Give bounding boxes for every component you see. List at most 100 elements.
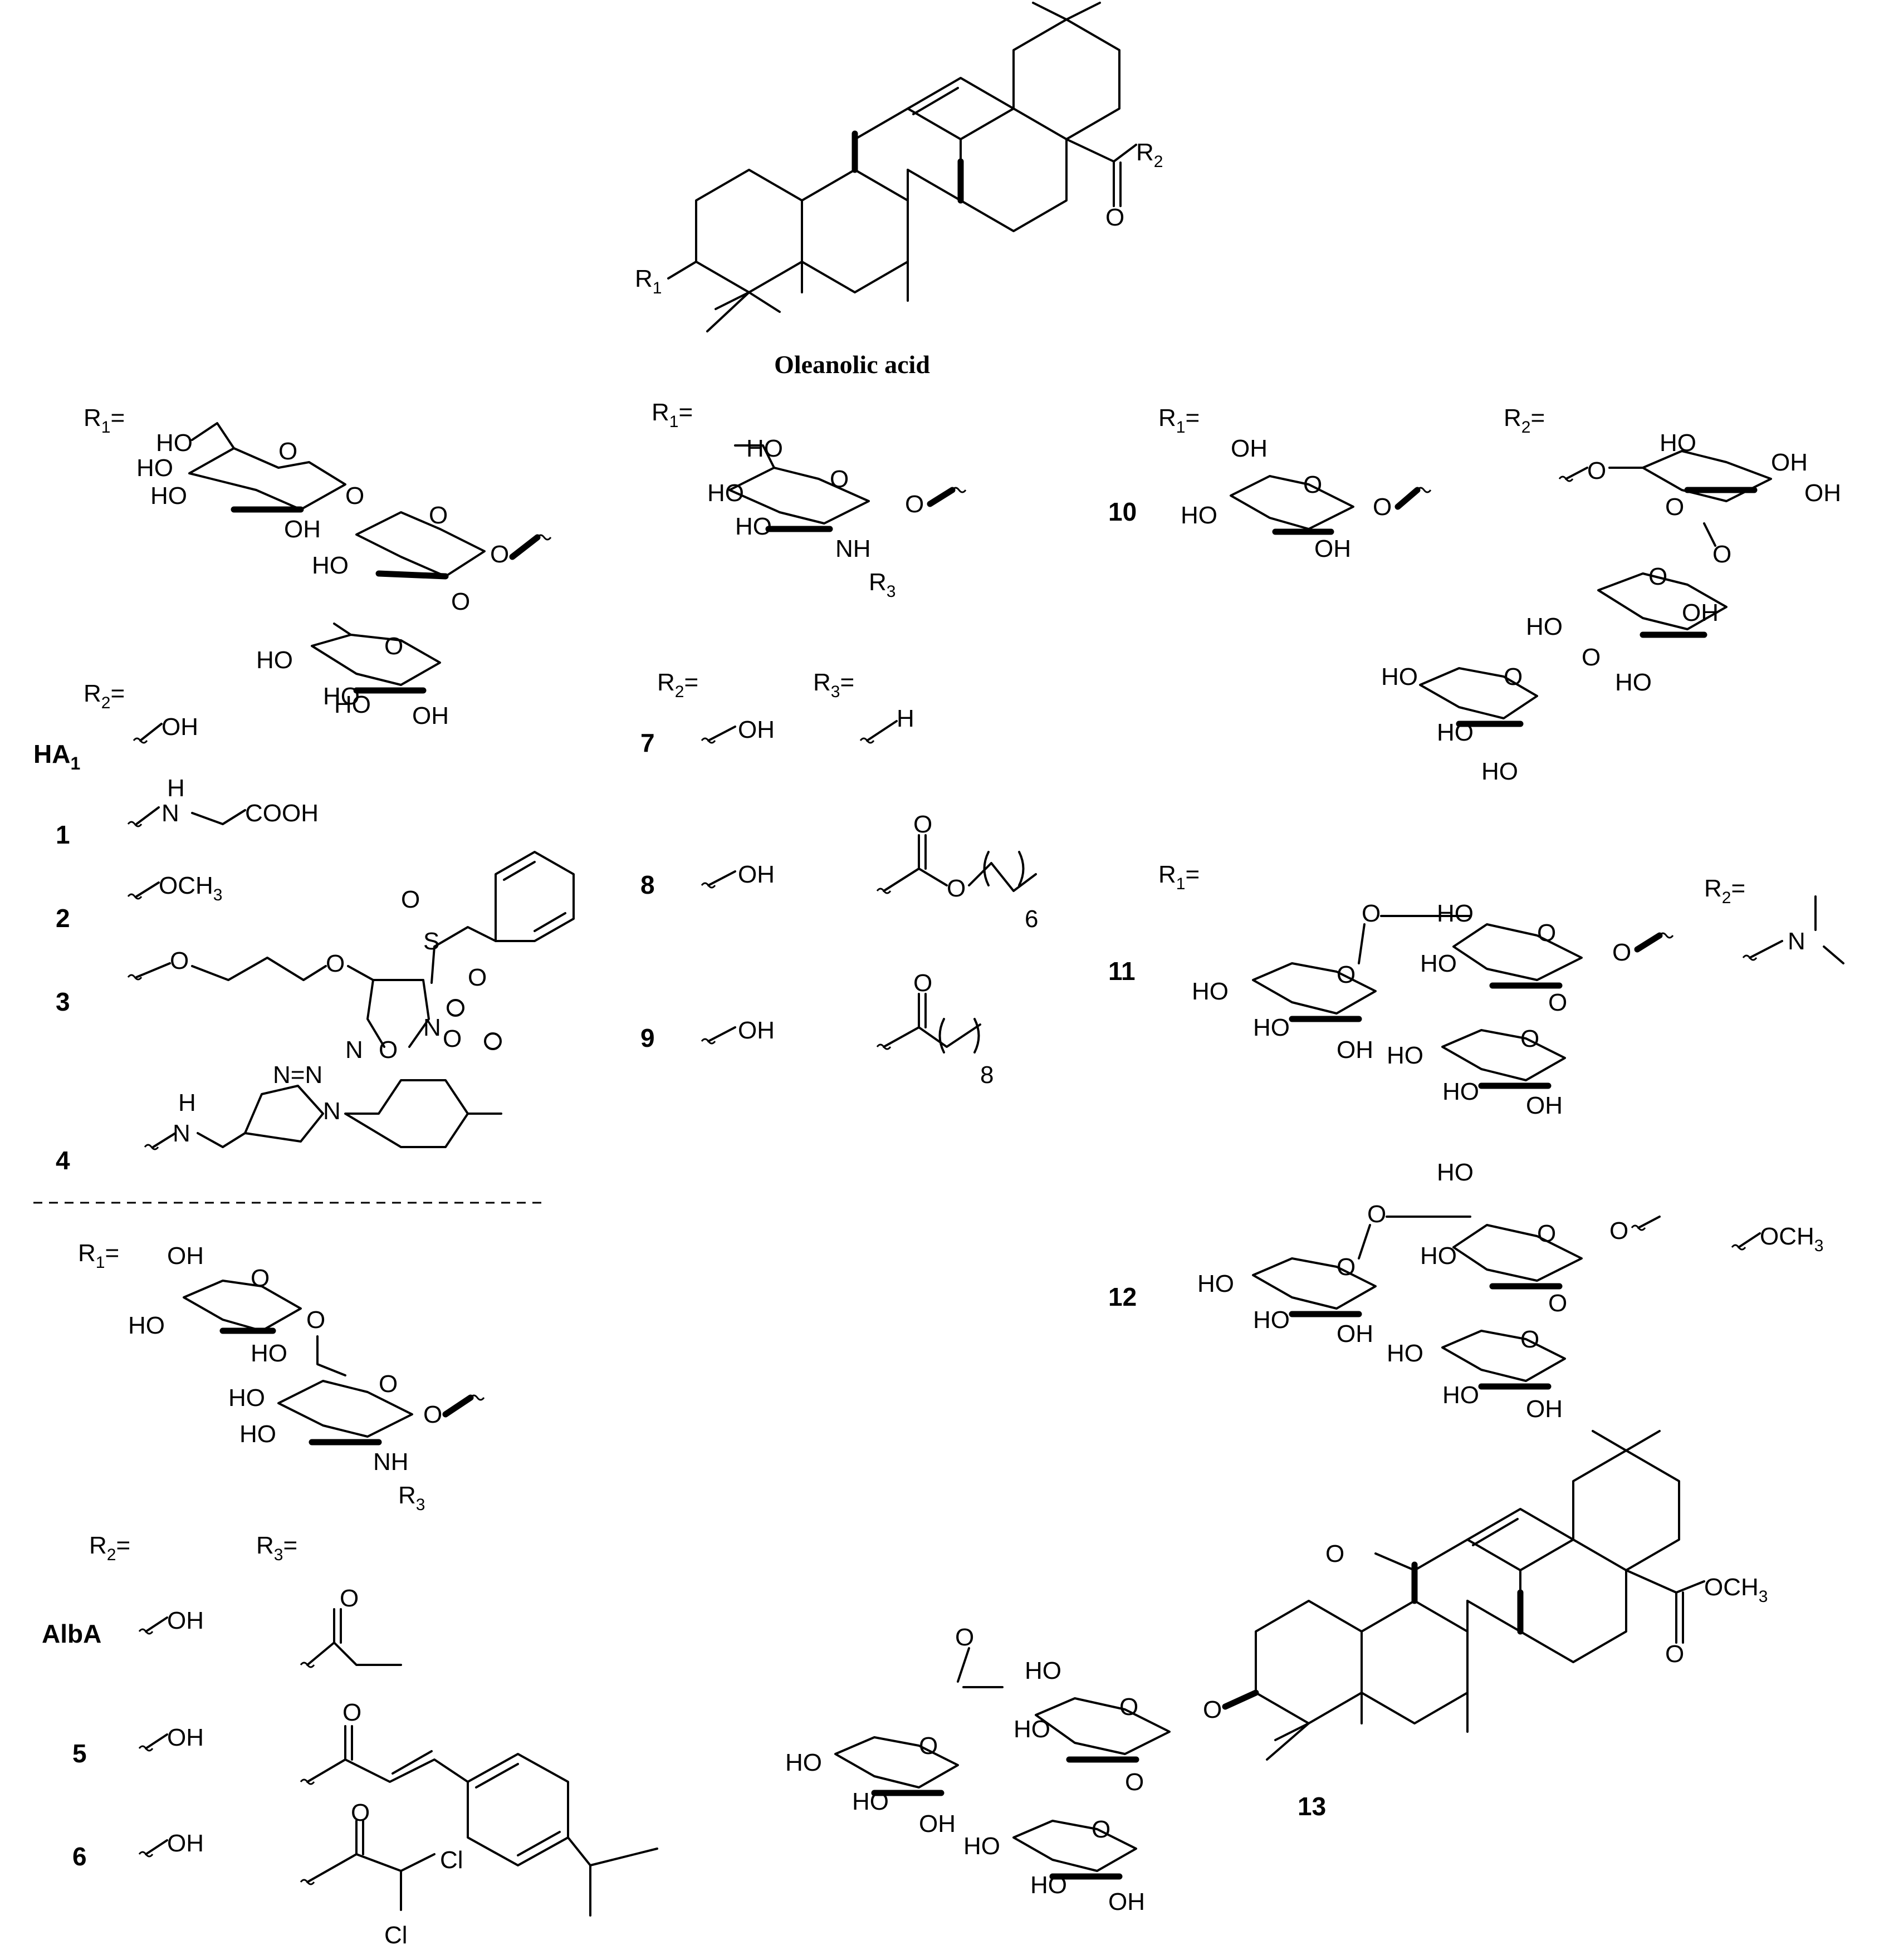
r2-label: R2 — [1136, 139, 1163, 171]
r1-label: R1 — [635, 265, 662, 297]
atom-ho: HO — [228, 1384, 265, 1412]
atom-h: H — [897, 705, 914, 732]
atom-oh: OH — [738, 1017, 775, 1044]
atom-eight: 8 — [980, 1061, 994, 1089]
atom-h: H — [178, 1089, 196, 1116]
atom-o: O — [1609, 1217, 1628, 1244]
atom-ho: HO — [1615, 669, 1652, 696]
atom-ho: HO — [334, 691, 371, 718]
atom-ho: HO — [1197, 1270, 1234, 1297]
atom-o: O — [1548, 989, 1567, 1016]
r1-eq-label: R1= — [84, 404, 125, 437]
atom-n: N — [1788, 928, 1805, 955]
atom-oh: OH — [1314, 535, 1351, 562]
atom-o: O — [1303, 471, 1322, 498]
ha1-group: R1= HO HO HO OH O O HO O O O HO HO OH O … — [33, 404, 575, 1175]
atom-ho: HO — [707, 479, 744, 507]
atom-o: O — [1712, 541, 1731, 568]
atom-o: O — [1537, 1220, 1556, 1247]
atom-oh: OH — [167, 1724, 204, 1751]
atom-ho: HO — [785, 1749, 822, 1776]
atom-ho: HO — [735, 513, 772, 540]
atom-o: O — [345, 482, 364, 509]
atom-o: O — [379, 1370, 398, 1398]
atom-o: O — [1612, 939, 1631, 966]
atom-n: N — [345, 1036, 363, 1064]
atom-ho: HO — [1014, 1716, 1050, 1743]
atom-oh: OH — [738, 716, 775, 743]
atom-o: O — [1587, 457, 1606, 484]
r3-label-7: R3 — [869, 569, 895, 601]
atom-six: 6 — [1025, 905, 1038, 933]
atom-o: O — [1665, 493, 1684, 521]
atom-o: O — [384, 633, 403, 660]
atom-ho: HO — [1030, 1871, 1067, 1899]
atom-oh: OH — [167, 1830, 204, 1857]
atom-o: O — [913, 811, 932, 838]
atom-oh: OH — [412, 702, 449, 729]
atom-ho: HO — [323, 683, 360, 710]
atom-cl: Cl — [384, 1922, 408, 1949]
atom-n: N — [162, 800, 179, 827]
atom-ho: HO — [1192, 978, 1229, 1005]
atom-n: N — [423, 1014, 441, 1041]
atom-ho: HO — [1253, 1306, 1290, 1334]
atom-o: O — [955, 1624, 974, 1651]
compound-label-2: 2 — [56, 904, 70, 933]
atom-oh: OH — [1526, 1092, 1563, 1119]
atom-nh: NH — [373, 1448, 409, 1476]
atom-ho: HO — [128, 1312, 165, 1339]
atom-o: O — [1648, 563, 1667, 590]
atom-o: O — [1520, 1025, 1539, 1052]
atom-och3: OCH3 — [1760, 1223, 1823, 1255]
compound-label-8: 8 — [640, 870, 655, 899]
oleanolic-acid-core: R2 O R1 — [635, 2, 1163, 332]
compound-label-13: 13 — [1298, 1792, 1326, 1821]
r1-eq-label-alba: R1= — [78, 1239, 119, 1272]
atom-ho: HO — [1025, 1657, 1061, 1684]
atom-oh: OH — [167, 1242, 204, 1270]
r3-eq-label-alba: R3= — [256, 1532, 297, 1564]
atom-ho: HO — [1253, 1014, 1290, 1041]
atom-ho: HO — [251, 1340, 287, 1367]
atom-oh: OH — [1337, 1036, 1373, 1064]
atom-o: O — [1367, 1200, 1386, 1228]
atom-oh: OH — [162, 713, 198, 741]
r2-eq-label: R2= — [84, 680, 125, 712]
atom-ho: HO — [1660, 429, 1696, 457]
atom-o: O — [1520, 1326, 1539, 1353]
atom-o: O — [306, 1306, 325, 1334]
atom-o: O — [423, 1401, 442, 1428]
atom-o: O — [1119, 1693, 1138, 1721]
atom-o: O — [379, 1036, 398, 1064]
r3-eq-label-7: R3= — [813, 669, 854, 701]
r2-eq-label-11: R2= — [1704, 875, 1745, 907]
atom-oh: OH — [919, 1810, 956, 1837]
atom-o: O — [1665, 1640, 1684, 1668]
atom-ho: HO — [852, 1788, 889, 1815]
atom-o: O — [278, 438, 297, 465]
atom-s: S — [423, 928, 439, 955]
atom-ho: HO — [1442, 1381, 1479, 1409]
compound-12-group: 12 HO HO OH O O HO HO O O O HO HO OH O O… — [1108, 1159, 1823, 1423]
atom-o: O — [170, 947, 189, 974]
atom-o: O — [443, 1025, 462, 1052]
atom-ho: HO — [1387, 1042, 1423, 1069]
atom-o: O — [1582, 644, 1601, 671]
atom-oh: OH — [167, 1607, 204, 1634]
r3-label: R3 — [398, 1482, 425, 1514]
atom-ho: HO — [256, 646, 293, 674]
compound-label-12: 12 — [1108, 1282, 1137, 1311]
alba-group: R1= OH HO HO O O HO HO O O NH R3 R2= R3=… — [42, 1239, 658, 1949]
compound-label-6: 6 — [72, 1842, 87, 1871]
atom-ho: HO — [1526, 613, 1563, 640]
atom-o: O — [1337, 961, 1355, 988]
atom-o: O — [326, 950, 345, 977]
atom-ho: HO — [1387, 1340, 1423, 1367]
compound-label-10: 10 — [1108, 497, 1137, 526]
atom-o: O — [830, 465, 849, 493]
atom-ho: HO — [1481, 758, 1518, 785]
atom-oh: OH — [1526, 1395, 1563, 1423]
r2-eq-label-10: R2= — [1504, 404, 1545, 437]
